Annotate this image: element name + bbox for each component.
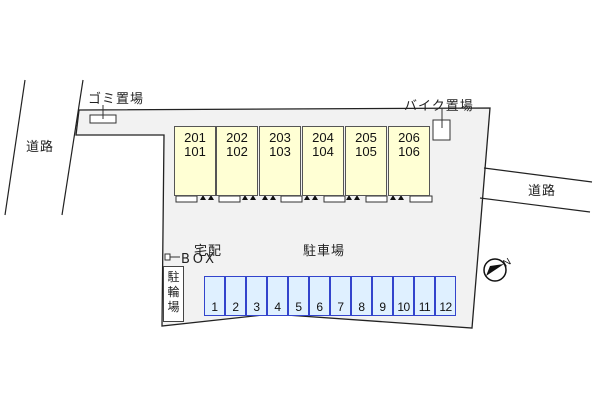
unit-upper-number: 204 [312,130,334,145]
parking-space-9: 9 [372,276,393,316]
parking-lot-label: 駐車場 [303,244,346,259]
road-left-label: 道路 [26,140,55,155]
unit-lower-number: 104 [312,144,334,159]
bicycle-parking-char: 輪 [167,285,180,299]
parking-space-6: 6 [309,276,330,316]
bike-storage-label: バイク置場 [404,99,474,114]
garbage-station-label: ゴミ置場 [88,92,145,107]
unit-lower-number: 101 [184,144,206,159]
parking-space-12: 12 [435,276,456,316]
compass-icon: N [483,256,513,282]
parking-space-5: 5 [288,276,309,316]
unit-upper-number: 206 [398,130,420,145]
unit-upper-number: 201 [184,130,206,145]
parking-space-4: 4 [267,276,288,316]
parking-space-7: 7 [330,276,351,316]
bicycle-parking-char: 駐 [167,270,180,284]
parking-space-10: 10 [393,276,414,316]
unit-upper-number: 205 [355,130,377,145]
parking-space-2: 2 [225,276,246,316]
unit-lower-number: 102 [226,144,248,159]
delivery-box-label-bottom: BOX [181,252,217,267]
unit-upper-number: 203 [269,130,291,145]
road-right-label: 道路 [528,184,557,199]
road-right-edge-top [483,167,593,183]
road-right-edge-bottom [479,197,591,213]
unit-upper-number: 202 [226,130,248,145]
road-left-edge-outer [4,79,26,216]
entrance-arrows [200,195,404,200]
parking-space-1: 1 [204,276,225,316]
unit-lower-number: 106 [398,144,420,159]
parking-space-3: 3 [246,276,267,316]
bicycle-parking-char: 場 [167,300,180,314]
parking-space-8: 8 [351,276,372,316]
unit-lower-number: 105 [355,144,377,159]
unit-entrances [175,195,433,203]
road-left-edge-inner [61,79,84,216]
unit-lower-number: 103 [269,144,291,159]
svg-text:N: N [501,256,513,269]
delivery-box-label-top: 宅配 [194,244,223,259]
bicycle-parking: 駐 輪 場 [163,266,184,322]
parking-space-11: 11 [414,276,435,316]
